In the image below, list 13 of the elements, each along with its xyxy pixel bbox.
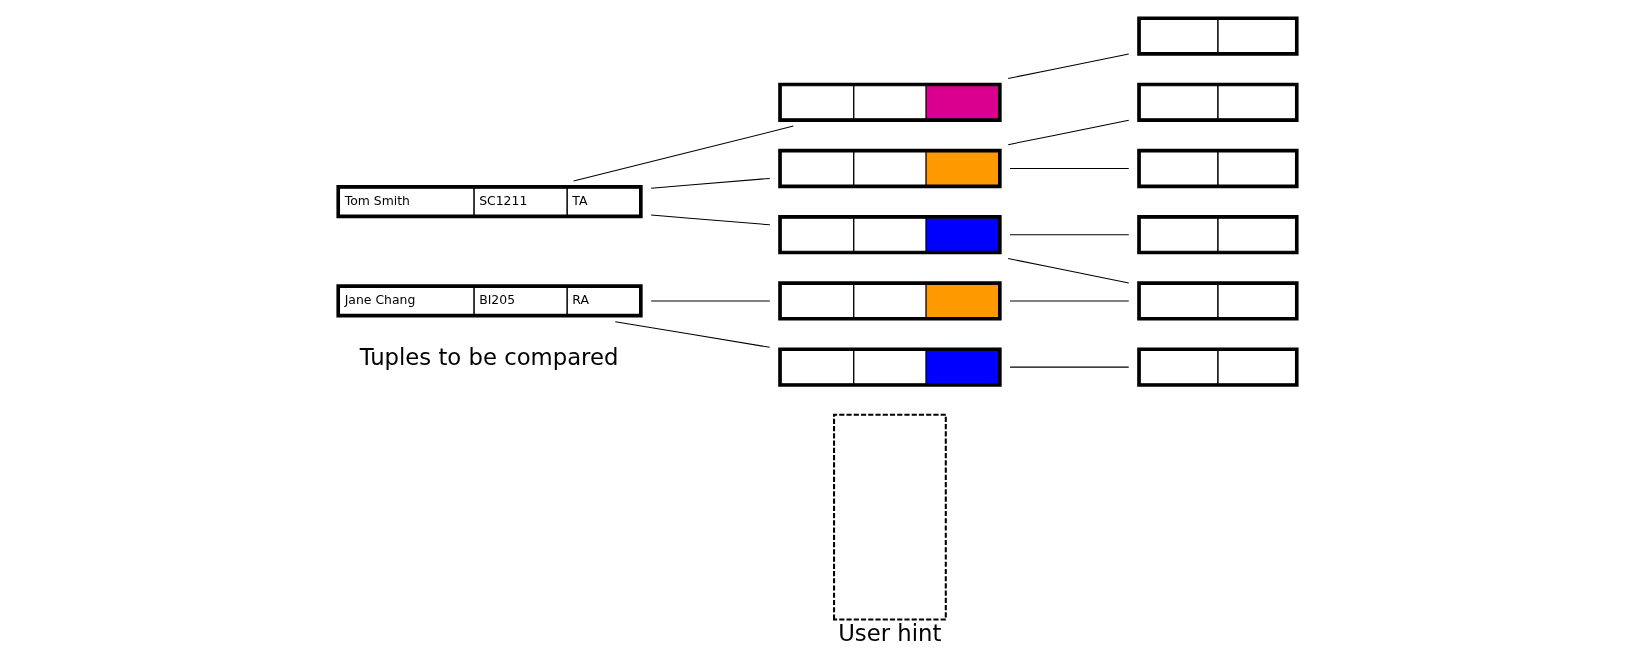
connector xyxy=(650,177,771,189)
connector xyxy=(1007,53,1130,79)
connector xyxy=(614,321,771,348)
connector xyxy=(1009,366,1130,368)
connector xyxy=(1007,258,1130,284)
connector xyxy=(650,214,771,226)
connector xyxy=(573,125,794,182)
connector xyxy=(1009,168,1130,169)
connector xyxy=(1007,119,1130,146)
node-label: User hint xyxy=(838,619,942,646)
node-box xyxy=(833,413,947,621)
connector xyxy=(1009,234,1130,236)
label: Tuples to be compared xyxy=(359,343,619,370)
